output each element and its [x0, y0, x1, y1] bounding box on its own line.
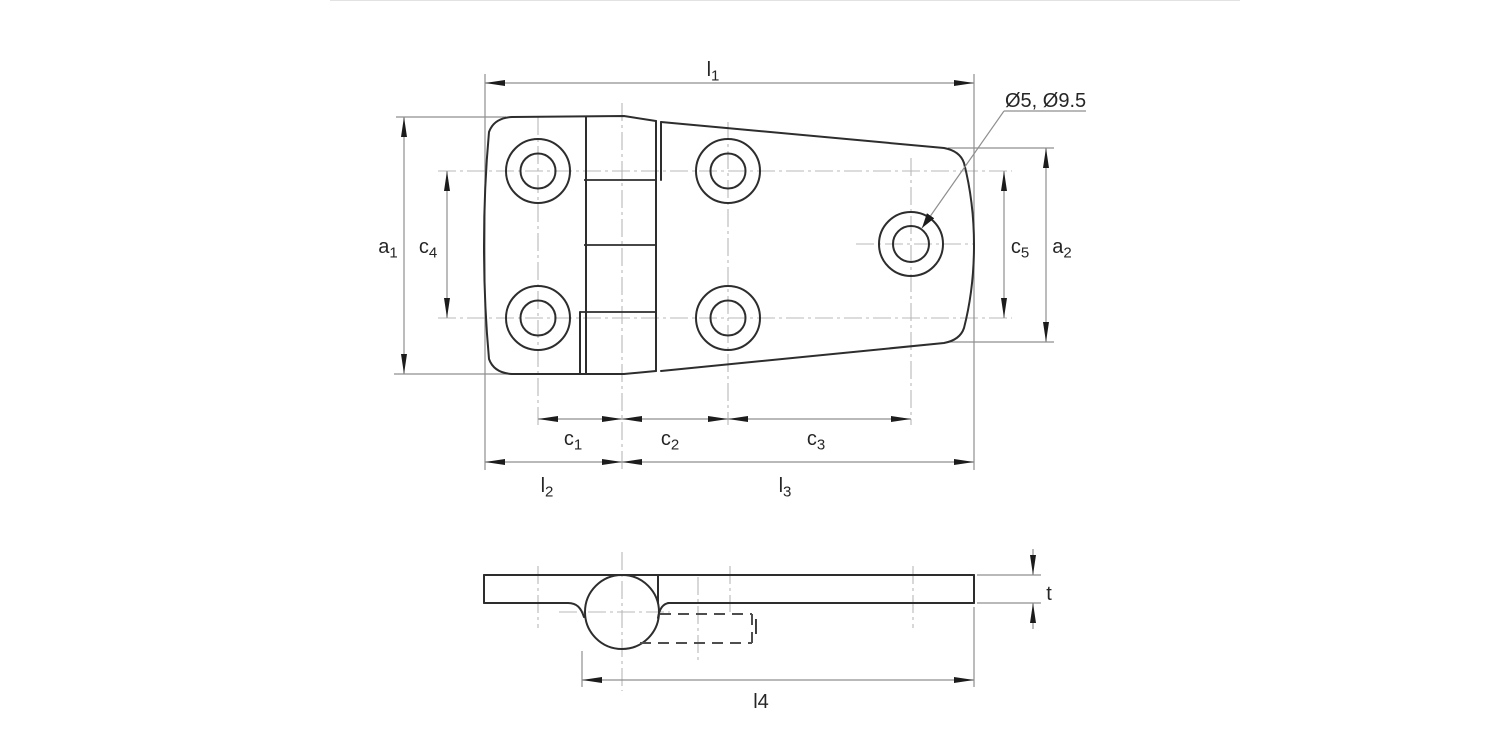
dim-label-c3: c3 [807, 428, 825, 454]
dim-label-c2: c2 [661, 428, 679, 454]
dim-label-a2: a2 [1052, 236, 1071, 262]
side-profile [483, 574, 975, 650]
plan-centerlines [438, 103, 1012, 470]
leader-arrow [921, 110, 1005, 229]
side-view: t l4 l [483, 549, 1052, 713]
mounting-holes [505, 138, 944, 351]
dim-label-l2: l2 [541, 475, 554, 501]
dim-label-c1: c1 [564, 428, 582, 454]
hinge-knuckle-seam [579, 116, 662, 375]
side-labels: t l4 l [753, 583, 1052, 713]
thickness-dimension [977, 549, 1041, 629]
hole-top-middle-counterbore [695, 138, 761, 204]
side-centerlines [537, 552, 914, 691]
hole-callout-label: Ø5, Ø9.5 [1005, 90, 1086, 112]
hidden-pin-lines [640, 613, 753, 644]
dim-label-l3: l3 [779, 475, 792, 501]
right-leaf-outline [660, 121, 975, 372]
plan-view: l1 a1 c4 c5 a2 c1 c2 c3 l2 l3 Ø5, Ø9.5 [378, 59, 1086, 501]
l4-dimension [581, 607, 975, 687]
dim-label-l4: l4 [753, 691, 769, 713]
plan-dimensions [401, 80, 1049, 465]
plan-extension-lines [394, 74, 1054, 470]
hole-top-middle-bore [709, 152, 747, 190]
dim-label-t: t [1046, 583, 1052, 605]
dim-label-c5: c5 [1011, 236, 1029, 262]
side-curl-s-curve [567, 602, 585, 618]
hole-callout-leader [921, 110, 1086, 229]
plan-labels: l1 a1 c4 c5 a2 c1 c2 c3 l2 l3 Ø5, Ø9.5 [378, 59, 1086, 501]
hole-right-counterbore [878, 211, 944, 277]
dim-label-l1: l1 [707, 59, 720, 85]
hole-top-left-bore [519, 152, 557, 190]
hole-bottom-middle-bore [709, 299, 747, 337]
hole-bottom-left-counterbore [505, 285, 571, 351]
dim-label-pin: l [754, 617, 758, 639]
dim-label-a1: a1 [378, 236, 397, 262]
dim-label-c4: c4 [419, 236, 437, 262]
hole-bottom-middle-counterbore [695, 285, 761, 351]
hole-top-left-counterbore [505, 138, 571, 204]
hole-right-bore [892, 225, 930, 263]
hole-bottom-left-bore [519, 299, 557, 337]
left-leaf-outline [483, 115, 657, 375]
